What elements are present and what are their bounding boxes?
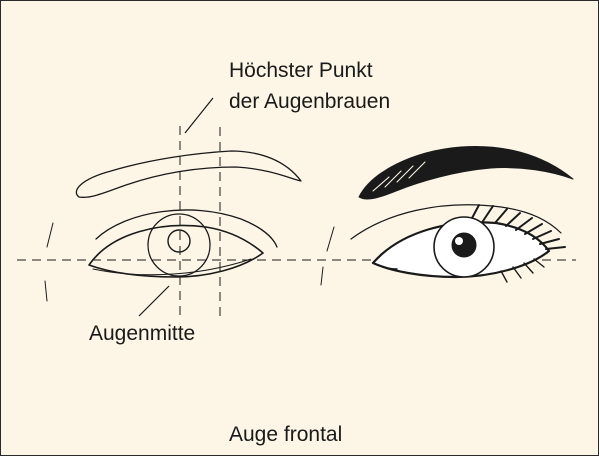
right-pupil	[452, 233, 476, 257]
caption-label: Auge frontal	[229, 423, 342, 446]
highest-point-label-line2: der Augenbrauen	[229, 90, 390, 113]
right-pupil-highlight	[455, 237, 463, 245]
eye-center-label: Augenmitte	[89, 322, 195, 345]
highest-point-label-line1: Höchster Punkt	[229, 59, 373, 82]
